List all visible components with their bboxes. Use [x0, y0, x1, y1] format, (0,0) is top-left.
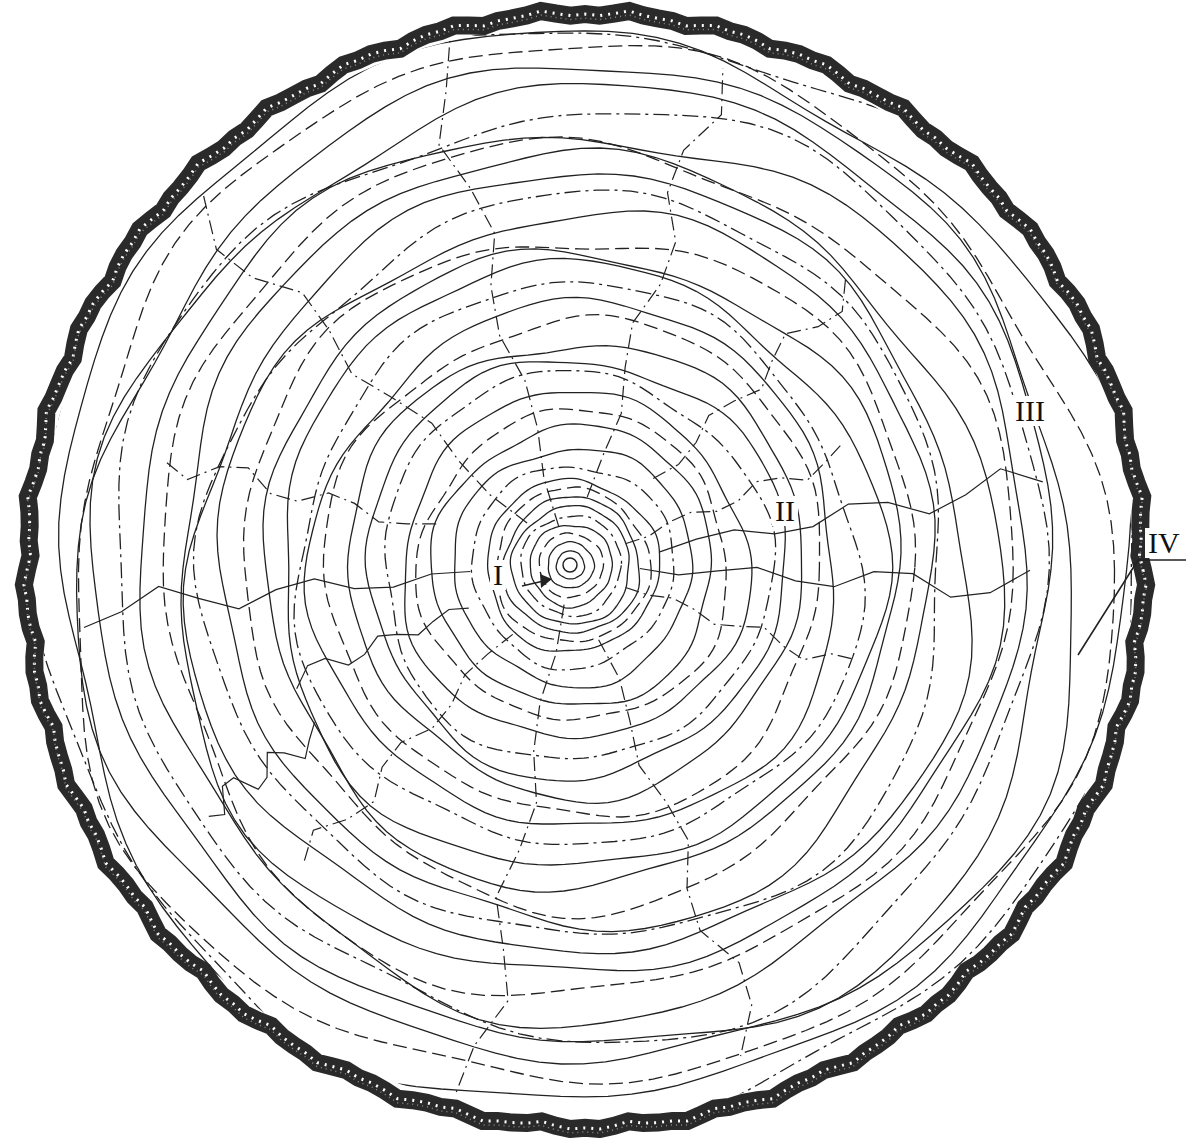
growth-ring	[548, 542, 594, 588]
growth-ring	[539, 533, 603, 598]
growth-ring	[194, 190, 939, 934]
radial-crack	[659, 469, 1043, 552]
radial-crack	[653, 275, 846, 478]
growth-ring	[263, 249, 901, 892]
growth-ring	[294, 282, 865, 845]
growth-ring	[530, 526, 612, 609]
growth-ring	[163, 137, 1013, 996]
growth-ring	[556, 551, 585, 579]
radial-crack	[587, 68, 723, 497]
bark-layer	[24, 11, 1146, 1133]
growth-ring	[77, 68, 1072, 1064]
radial-crack	[439, 39, 559, 527]
growth-ring	[79, 46, 1115, 1085]
region-label: III	[1012, 396, 1048, 426]
growth-ring	[181, 148, 1005, 971]
growth-ring	[521, 516, 622, 617]
growth-ring	[416, 409, 727, 720]
growth-ring	[510, 506, 629, 624]
bark-ring	[24, 11, 1146, 1129]
radial-cracks	[84, 39, 1043, 1093]
radial-crack	[640, 567, 1030, 597]
bark-texture	[24, 15, 1146, 1133]
growth-ring	[183, 174, 972, 954]
radial-crack	[209, 722, 315, 816]
region-label: I	[490, 560, 506, 590]
pith	[563, 558, 577, 572]
growth-ring	[140, 137, 1027, 1028]
growth-ring	[405, 393, 752, 739]
growth-ring	[365, 362, 785, 781]
growth-ring	[119, 114, 1049, 1043]
leader-line	[1078, 560, 1186, 655]
growth-ring	[348, 346, 802, 804]
arrow-head	[540, 574, 552, 588]
growth-ring	[304, 297, 833, 824]
radial-crack	[456, 605, 564, 1093]
radial-crack	[626, 588, 855, 660]
growth-ring	[385, 371, 776, 759]
radial-crack	[84, 572, 470, 628]
growth-ring	[497, 487, 652, 642]
radial-crack	[626, 442, 844, 544]
growth-ring	[431, 424, 712, 704]
radial-crack	[304, 634, 513, 863]
region-label: II	[772, 496, 798, 526]
radial-crack	[599, 640, 752, 1056]
growth-ring	[287, 258, 892, 865]
growth-ring	[502, 497, 639, 633]
radial-crack	[297, 608, 469, 689]
growth-ring	[244, 247, 916, 919]
growth-ring	[488, 478, 660, 651]
radial-crack	[204, 196, 527, 523]
region-label: IV	[1145, 528, 1183, 558]
growth-ring	[59, 31, 1131, 1097]
bark-texture	[24, 11, 1146, 1129]
radial-crack	[163, 460, 436, 524]
